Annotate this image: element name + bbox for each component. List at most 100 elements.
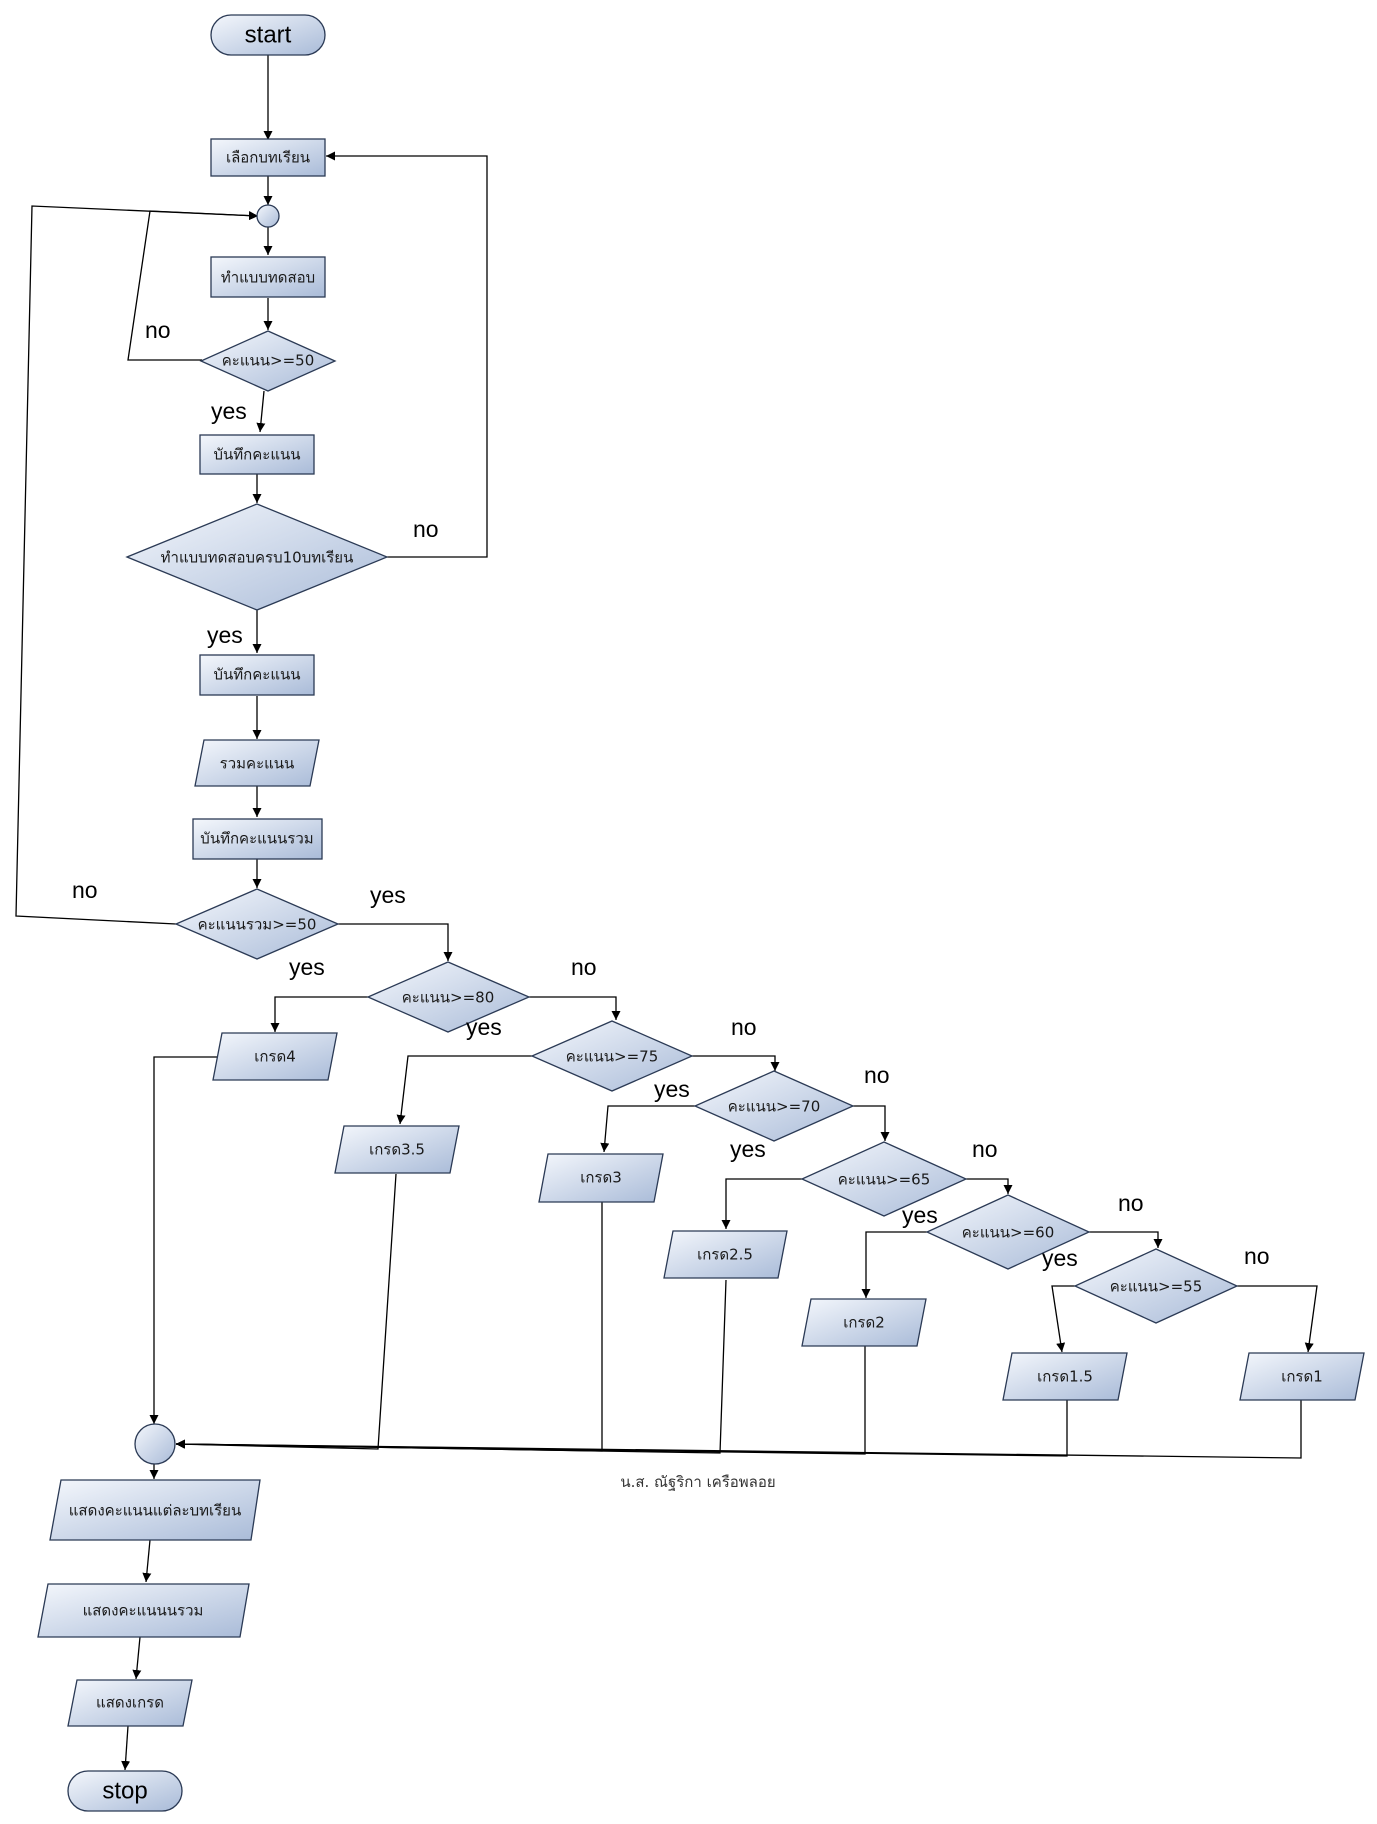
check-80-decision: คะแนน>=80 bbox=[366, 961, 531, 1033]
sum-score-io: รวมคะแนน bbox=[194, 739, 320, 787]
no-label-check75: no bbox=[731, 1014, 757, 1040]
check-80-label: คะแนน>=80 bbox=[402, 989, 495, 1007]
grade-2.5-io: เกรด2.5 bbox=[663, 1230, 788, 1279]
check-50-label: คะแนน>=50 bbox=[222, 352, 315, 370]
yes-label-checktotal: yes bbox=[370, 882, 406, 908]
edge-check55-no bbox=[1237, 1285, 1318, 1353]
grade-1-label: เกรด1 bbox=[1281, 1368, 1323, 1386]
check-10-lessons-label: ทำแบบทดสอบครบ10บทเรียน bbox=[161, 549, 354, 567]
check-55-decision: คะแนน>=55 bbox=[1073, 1248, 1239, 1324]
grade-3-io: เกรด3 bbox=[538, 1153, 664, 1203]
edge-checktotal-no-loop bbox=[15, 205, 259, 925]
no-label-check10: no bbox=[413, 516, 439, 542]
edge-check80-yes bbox=[270, 996, 368, 1032]
grade-1.5-label: เกรด1.5 bbox=[1037, 1368, 1093, 1386]
grade-2-label: เกรด2 bbox=[843, 1314, 885, 1332]
nodes: start เลือกบทเรียน ทำแบบทดสอบ คะแนน>=50 … bbox=[37, 14, 1365, 1812]
edge-check60-yes bbox=[861, 1231, 927, 1298]
yes-label-check50: yes bbox=[211, 398, 247, 424]
grade-4-label: เกรด4 bbox=[254, 1048, 296, 1066]
edge-grade3.5-merge bbox=[175, 1173, 397, 1450]
check-10-lessons-decision: ทำแบบทดสอบครบ10บทเรียน bbox=[125, 503, 389, 611]
check-75-decision: คะแนน>=75 bbox=[530, 1020, 694, 1092]
start-terminator: start bbox=[210, 14, 326, 56]
show-each-label: แสดงคะแนนแต่ละบทเรียน bbox=[69, 1502, 241, 1520]
edge-check60-no bbox=[1089, 1231, 1163, 1248]
no-label-check55: no bbox=[1244, 1243, 1270, 1269]
edge-showeach-showtotal bbox=[142, 1539, 152, 1583]
grade-3.5-io: เกรด3.5 bbox=[334, 1125, 460, 1174]
check-70-label: คะแนน>=70 bbox=[728, 1098, 821, 1116]
show-total-label: แสดงคะแนนนรวม bbox=[83, 1602, 204, 1620]
branch-labels: no yes no yes no yes yes no yes no yes n… bbox=[72, 317, 1270, 1271]
show-each-io: แสดงคะแนนแต่ละบทเรียน bbox=[49, 1479, 261, 1541]
no-label-check70: no bbox=[864, 1062, 890, 1088]
edge-grade2-merge bbox=[175, 1345, 866, 1455]
yes-label-check70: yes bbox=[654, 1076, 690, 1102]
edge-grade4-merge bbox=[149, 1056, 220, 1424]
edge-checktotal-check80 bbox=[338, 923, 453, 961]
edge-check65-yes bbox=[721, 1178, 802, 1229]
check-70-decision: คะแนน>=70 bbox=[693, 1070, 855, 1142]
edge-check70-no bbox=[853, 1105, 890, 1141]
no-label-checktotal: no bbox=[72, 877, 98, 903]
do-test-label: ทำแบบทดสอบ bbox=[221, 269, 315, 287]
yes-label-check55: yes bbox=[1042, 1245, 1078, 1271]
edge-showgrade-stop bbox=[121, 1725, 131, 1771]
start-label: start bbox=[245, 21, 292, 48]
connectors bbox=[15, 55, 1318, 1771]
check-total-50-decision: คะแนนรวม>=50 bbox=[174, 888, 340, 960]
edge-check10-no-loop bbox=[326, 151, 488, 558]
stop-terminator: stop bbox=[67, 1770, 183, 1812]
show-grade-label: แสดงเกรด bbox=[96, 1694, 164, 1712]
edge-check75-yes bbox=[396, 1055, 532, 1125]
show-total-io: แสดงคะแนนนรวม bbox=[37, 1583, 250, 1638]
check-50-decision: คะแนน>=50 bbox=[199, 330, 337, 392]
no-label-check65: no bbox=[972, 1136, 998, 1162]
grade-4-io: เกรด4 bbox=[212, 1032, 338, 1081]
show-grade-io: แสดงเกรด bbox=[67, 1679, 193, 1727]
edge-check55-yes bbox=[1051, 1285, 1075, 1353]
save-score-process-1: บันทึกคะแนน bbox=[199, 434, 315, 475]
grade-3-label: เกรด3 bbox=[580, 1169, 622, 1187]
loop-junction bbox=[256, 204, 280, 228]
edge-grade2.5-merge bbox=[175, 1279, 727, 1454]
yes-label-check80: yes bbox=[289, 954, 325, 980]
save-score-label-2: บันทึกคะแนน bbox=[213, 666, 300, 684]
merge-junction bbox=[134, 1423, 176, 1465]
edge-showtotal-showgrade bbox=[132, 1636, 142, 1680]
check-65-decision: คะแนน>=65 bbox=[800, 1141, 968, 1217]
check-total-50-label: คะแนนรวม>=50 bbox=[198, 916, 317, 934]
edge-check70-yes bbox=[600, 1105, 695, 1153]
yes-label-check65: yes bbox=[730, 1136, 766, 1162]
save-score-process-2: บันทึกคะแนน bbox=[199, 654, 315, 696]
grade-2-io: เกรด2 bbox=[801, 1298, 927, 1347]
grade-2.5-label: เกรด2.5 bbox=[697, 1246, 753, 1264]
no-label-check50: no bbox=[145, 317, 171, 343]
no-label-check80: no bbox=[571, 954, 597, 980]
yes-label-check10: yes bbox=[207, 622, 243, 648]
edge-check80-no bbox=[529, 996, 621, 1020]
yes-label-check75: yes bbox=[466, 1014, 502, 1040]
grade-3.5-label: เกรด3.5 bbox=[369, 1141, 425, 1159]
check-65-label: คะแนน>=65 bbox=[838, 1171, 931, 1189]
edge-grade1-merge bbox=[175, 1399, 1302, 1459]
save-score-label-1: บันทึกคะแนน bbox=[213, 446, 300, 464]
edge-check65-no bbox=[966, 1178, 1013, 1194]
stop-label: stop bbox=[102, 1777, 147, 1804]
check-55-label: คะแนน>=55 bbox=[1110, 1278, 1203, 1296]
author-credit: น.ส. ณัฐริกา เครือพลอย bbox=[620, 1473, 775, 1491]
select-lesson-process: เลือกบทเรียน bbox=[210, 138, 326, 177]
save-total-label: บันทึกคะแนนรวม bbox=[200, 830, 313, 848]
do-test-process: ทำแบบทดสอบ bbox=[210, 256, 326, 298]
check-60-decision: คะแนน>=60 bbox=[925, 1194, 1091, 1270]
edge-check75-no bbox=[692, 1055, 780, 1071]
check-60-label: คะแนน>=60 bbox=[962, 1224, 1055, 1242]
yes-label-check60: yes bbox=[902, 1202, 938, 1228]
select-lesson-label: เลือกบทเรียน bbox=[226, 149, 310, 167]
no-label-check60: no bbox=[1118, 1190, 1144, 1216]
grade-1-io: เกรด1 bbox=[1239, 1352, 1365, 1401]
grade-1.5-io: เกรด1.5 bbox=[1002, 1352, 1128, 1401]
check-75-label: คะแนน>=75 bbox=[566, 1048, 659, 1066]
